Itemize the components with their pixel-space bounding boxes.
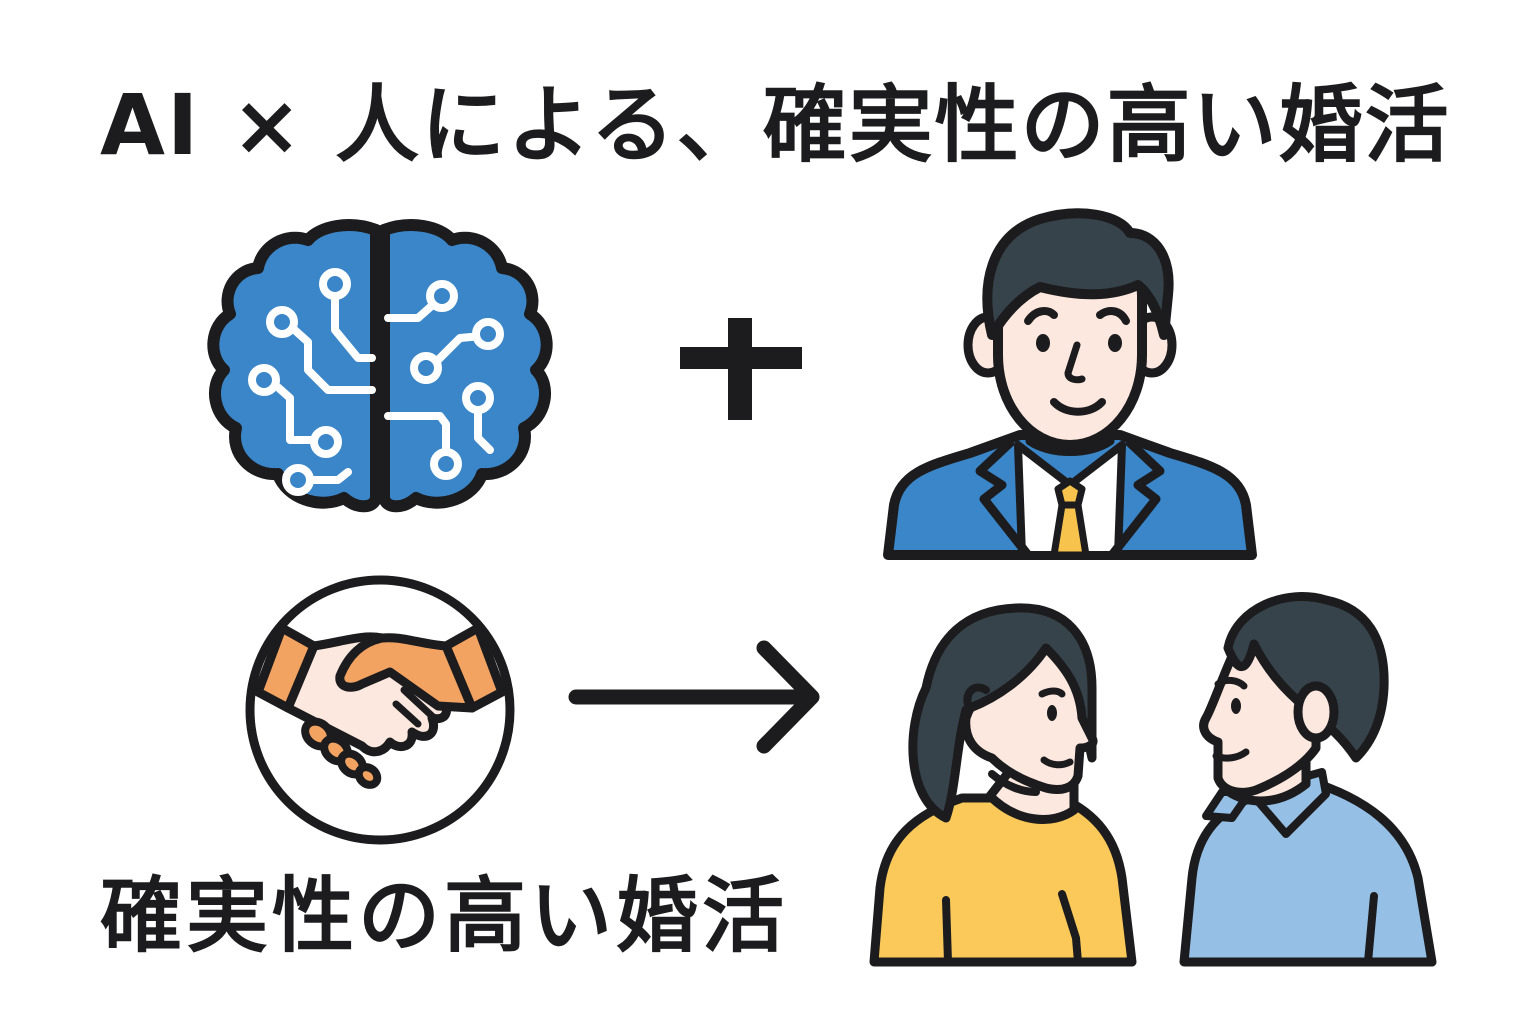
- couple-facing-icon: [866, 578, 1466, 970]
- ai-circuit-brain-icon: [200, 218, 560, 518]
- man-figure: [1179, 592, 1437, 967]
- subtitle: 確実性の高い婚活: [100, 869, 789, 964]
- page-title: AI × 人による、確実性の高い婚活: [100, 76, 1451, 174]
- arrow-right-icon: [568, 640, 824, 754]
- woman-figure: [869, 603, 1137, 967]
- handshake-icon: [242, 572, 518, 848]
- plus-icon: [680, 318, 802, 420]
- businessman-advisor-icon: [880, 205, 1260, 560]
